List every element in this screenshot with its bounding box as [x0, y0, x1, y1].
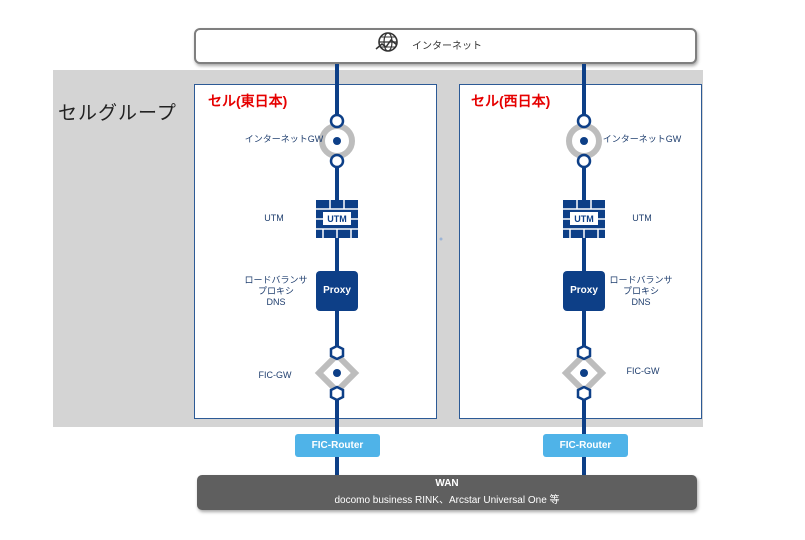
decorative-dot [439, 237, 443, 241]
fic-gw-east-icon [314, 344, 360, 402]
wan-title: WAN [435, 478, 459, 489]
utm-firewall-east-icon: UTM [316, 200, 358, 238]
fic-gw-west-label: FIC-GW [626, 366, 660, 376]
wan-subtitle: docomo business RINK、Arcstar Universal O… [334, 495, 560, 506]
cell-east-title: セル(東日本) [208, 93, 288, 109]
fic-gw-west-icon [561, 344, 607, 402]
cell-group-label: セルグループ [58, 103, 177, 124]
internet-gw-east-label: インターネットGW [244, 134, 324, 144]
utm-east-label: UTM [264, 213, 284, 223]
lb-proxy-dns-east-label: ロードバランサ プロキシ DNS [244, 275, 308, 307]
internet-gw-west-icon [566, 113, 602, 169]
fic-gw-east-label: FIC-GW [258, 370, 292, 380]
globe-icon [375, 32, 398, 52]
internet-gw-west-label: インターネットGW [602, 134, 682, 144]
utm-east-icon-text: UTM [327, 214, 347, 224]
proxy-east-label: Proxy [323, 285, 351, 296]
lb-proxy-dns-west-label: ロードバランサ プロキシ DNS [609, 275, 673, 307]
utm-west-icon-text: UTM [574, 214, 594, 224]
fic-router-east: FIC-Router [295, 434, 380, 457]
proxy-west-box [563, 271, 605, 311]
proxy-west-label: Proxy [570, 285, 598, 296]
utm-west-label: UTM [632, 213, 652, 223]
cell-east [194, 84, 437, 419]
cell-west-title: セル(西日本) [471, 93, 551, 109]
wan-node [197, 475, 697, 510]
internet-node [194, 28, 697, 64]
internet-gw-east-icon [319, 113, 355, 169]
proxy-east-box [316, 271, 358, 311]
internet-label: インターネット [412, 41, 482, 52]
utm-firewall-west-icon: UTM [563, 200, 605, 238]
fic-router-west: FIC-Router [543, 434, 628, 457]
